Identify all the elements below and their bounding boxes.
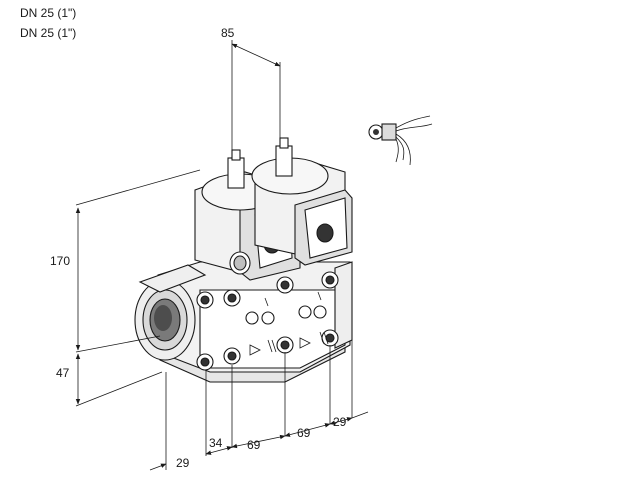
dimension-lines xyxy=(75,40,369,471)
dim-height: 170 xyxy=(50,254,70,268)
dim-pitch-d: 29 xyxy=(333,415,347,429)
product-size-label-1: DN 25 (1") xyxy=(20,6,77,20)
double-solenoid-valve-icon xyxy=(134,137,353,383)
dim-pitch-b: 69 xyxy=(247,438,261,452)
dim-pitch-c: 69 xyxy=(297,426,311,440)
dim-offset-left: 29 xyxy=(176,456,190,470)
dim-top-width: 85 xyxy=(221,26,235,40)
cable-connector-icon xyxy=(368,115,433,166)
dim-pitch-a: 34 xyxy=(209,436,223,450)
product-size-label-2: DN 25 (1") xyxy=(20,26,77,40)
dim-lower-height: 47 xyxy=(56,366,70,380)
